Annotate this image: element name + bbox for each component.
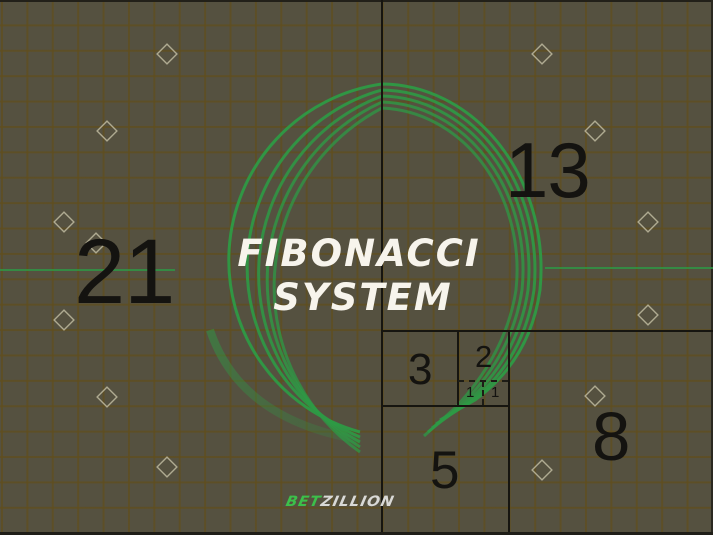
number-8: 8 (592, 398, 630, 475)
diamond-icon (85, 232, 107, 254)
diamond-icon (53, 211, 75, 233)
title-line-1: FIBONACCI (237, 232, 481, 275)
diamond-icon (531, 43, 553, 65)
diamond-icon (96, 386, 118, 408)
diamond-icon (637, 211, 659, 233)
diamond-icon (156, 43, 178, 65)
logo-part-bet: BET (284, 492, 323, 510)
diamond-icon (637, 304, 659, 326)
diamond-icon (584, 120, 606, 142)
divider-3-5 (382, 405, 509, 407)
spiral-sweep-icon (206, 328, 361, 444)
betzillion-logo: BETZILLION (284, 492, 397, 510)
number-21: 21 (74, 221, 175, 323)
diamond-icon (53, 309, 75, 331)
top-border (0, 0, 713, 2)
divider-3-2 (457, 331, 459, 406)
number-5: 5 (430, 441, 460, 500)
diamond-icon (156, 456, 178, 478)
number-2: 2 (475, 339, 492, 374)
logo-part-zillion: ZILLION (319, 492, 397, 510)
diamond-icon (584, 385, 606, 407)
number-13: 13 (505, 126, 591, 214)
number-1a: 1 (466, 384, 474, 401)
bottom-border (0, 532, 713, 535)
diamond-decorations (53, 43, 659, 481)
number-3: 3 (408, 345, 433, 394)
diamond-icon (531, 459, 553, 481)
divider-5-8 (508, 331, 510, 535)
divider-21-13 (381, 0, 383, 535)
divider-13-8 (382, 330, 713, 332)
diamond-icon (96, 120, 118, 142)
divider-1-1 (482, 381, 484, 405)
title-line-2: SYSTEM (273, 276, 453, 319)
number-1b: 1 (491, 384, 499, 401)
